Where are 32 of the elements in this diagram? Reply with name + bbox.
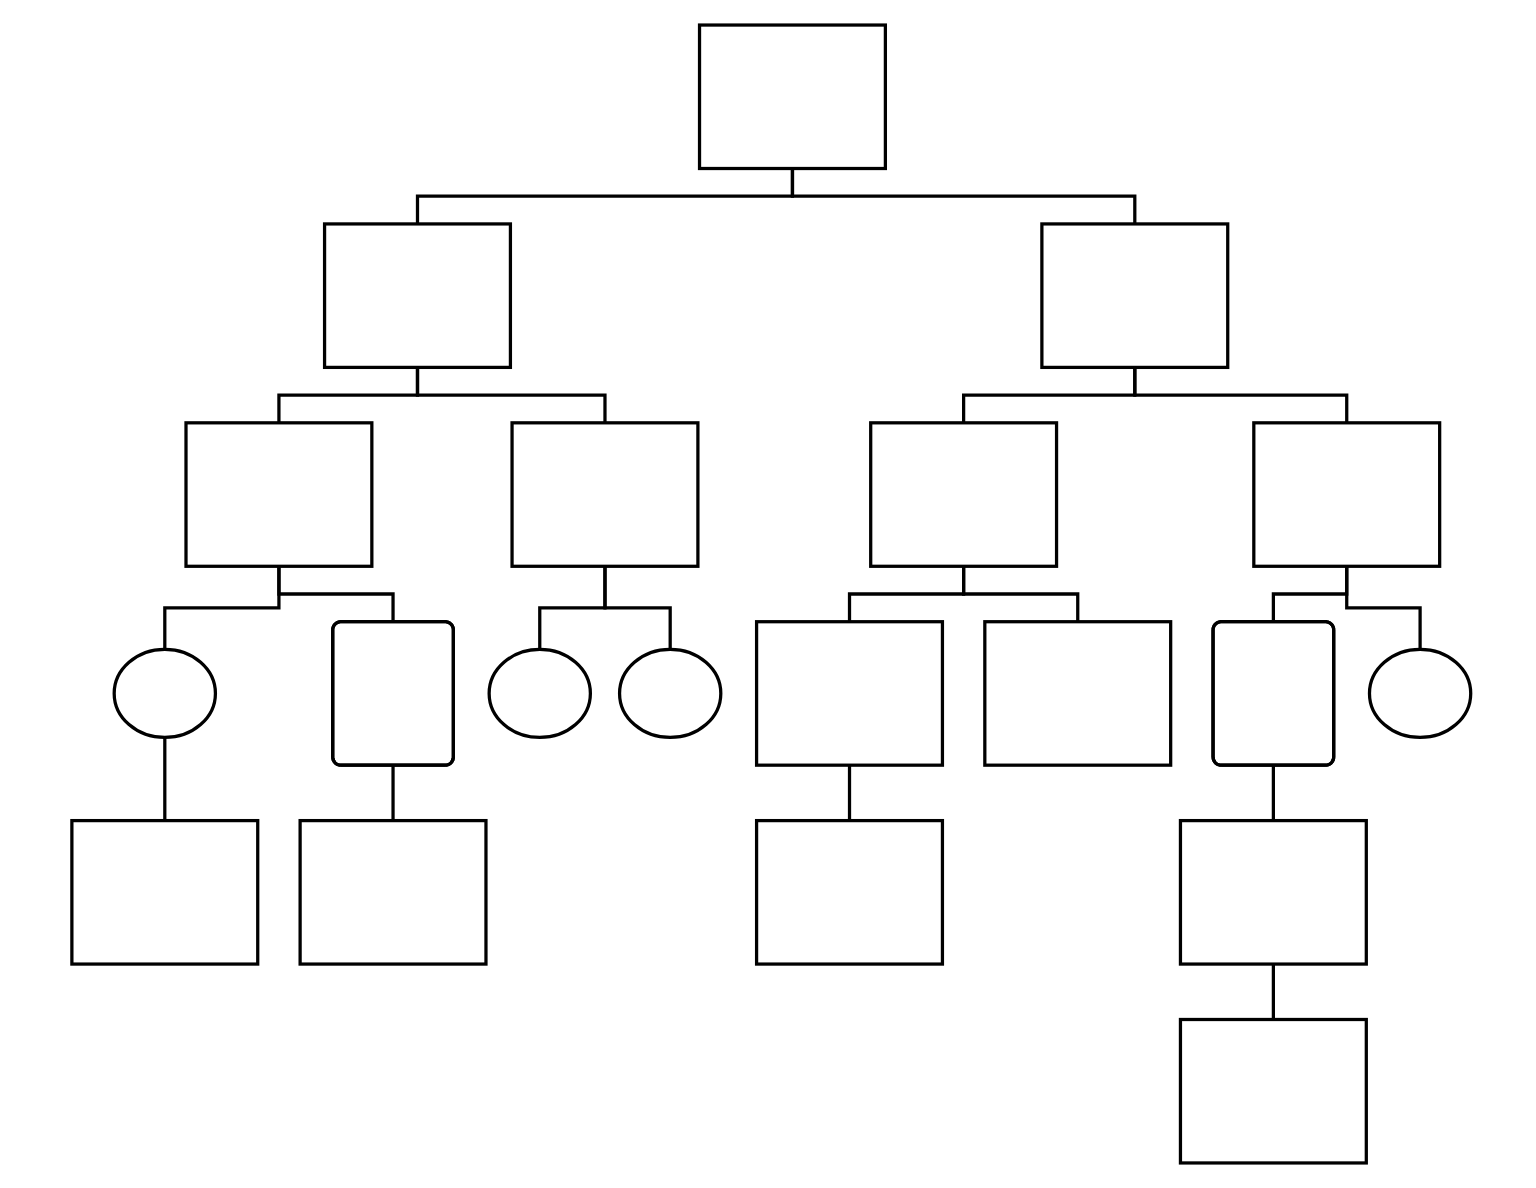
empty-box: [754, 620, 945, 767]
connector-line: [415, 367, 607, 423]
empty-oval: [112, 647, 218, 740]
connector-line: [962, 566, 1080, 622]
empty-rounded-box: [1211, 620, 1336, 767]
connector-line: [391, 765, 395, 821]
empty-box: [1040, 222, 1230, 369]
empty-box: [510, 421, 700, 568]
connector-line: [790, 168, 1137, 224]
connector-line: [603, 566, 672, 650]
empty-box: [983, 620, 1173, 767]
connector-line: [1345, 566, 1422, 650]
empty-rounded-box: [331, 620, 455, 767]
empty-box: [322, 222, 513, 369]
empty-box: [70, 819, 260, 966]
empty-box: [869, 421, 1059, 568]
connector-line: [163, 737, 167, 821]
empty-oval: [487, 647, 592, 740]
empty-box: [184, 421, 374, 568]
empty-box: [298, 819, 488, 966]
empty-box: [697, 23, 887, 171]
empty-box: [1178, 819, 1368, 966]
connector-line: [1271, 964, 1275, 1020]
connector-line: [277, 566, 395, 622]
connector-line: [1271, 765, 1275, 821]
empty-oval: [617, 647, 723, 740]
empty-box: [1252, 421, 1442, 568]
empty-oval: [1367, 647, 1473, 740]
empty-box: [1178, 1017, 1368, 1165]
connector-line: [1133, 367, 1349, 423]
empty-box: [754, 819, 945, 966]
connector-line: [847, 765, 852, 821]
